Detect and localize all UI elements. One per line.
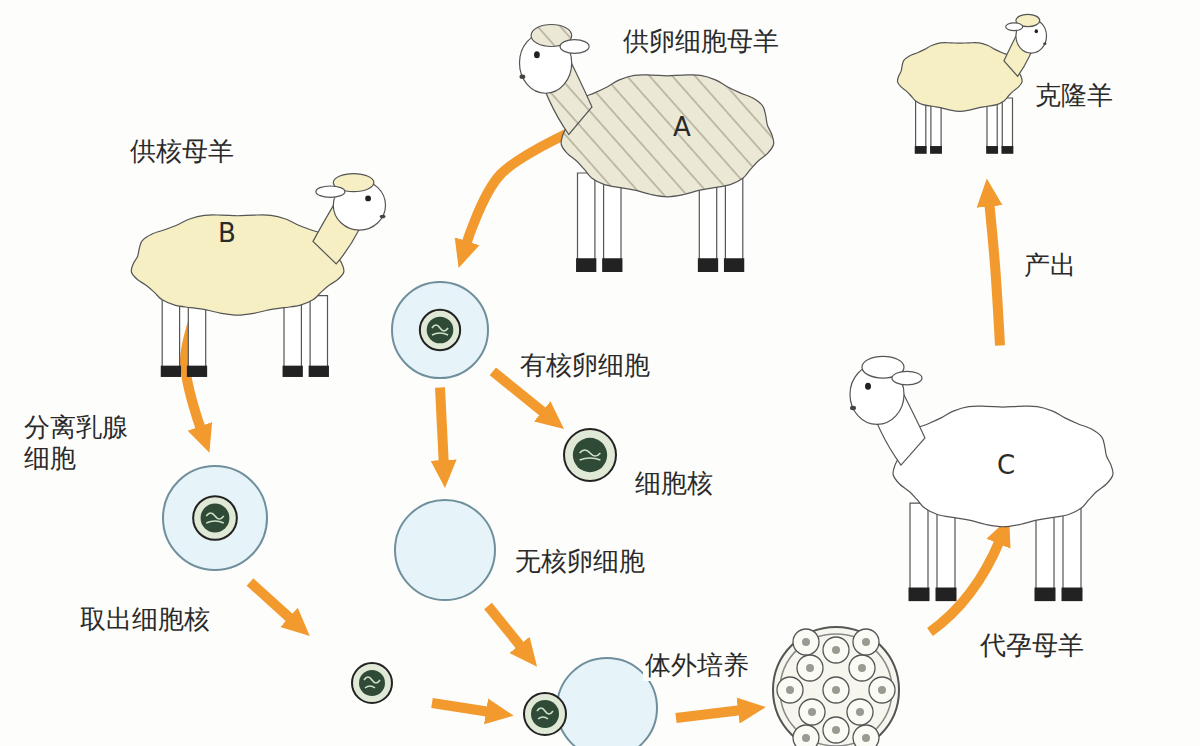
embryo <box>773 627 899 746</box>
arrow <box>488 606 522 648</box>
cell: 有核卵细胞 <box>388 280 688 380</box>
sheep-figure <box>110 160 400 386</box>
arrow <box>250 582 292 620</box>
sheep-letter: B <box>218 218 236 249</box>
arrow-connector <box>989 202 1000 345</box>
arrow <box>676 710 742 718</box>
sheep: 供核母羊 B <box>110 118 400 386</box>
caption: 细胞核 <box>635 468 713 499</box>
arrow-connector <box>440 388 444 464</box>
caption: 供卵细胞母羊 <box>623 26 779 57</box>
sheep-letter: A <box>673 112 691 143</box>
caption: 有核卵细胞 <box>520 350 650 381</box>
caption: 无核卵细胞 <box>515 546 645 577</box>
sheep: 克隆羊 <box>885 5 1130 163</box>
caption: 分离乳腺细胞 <box>24 412 136 474</box>
caption: 代孕母羊 <box>980 630 1084 661</box>
cell: 细胞核 <box>562 428 767 506</box>
arrow <box>432 703 490 712</box>
cell: 分离乳腺细胞 <box>18 408 273 576</box>
sheep-figure <box>885 5 1055 160</box>
sheep: 供卵细胞母羊 A <box>505 8 835 283</box>
sheep-letter: C <box>997 450 1015 481</box>
caption: 供核母羊 <box>130 136 234 167</box>
edge-label: 产出 <box>1022 250 1078 281</box>
step-label: 体外培养 <box>643 650 751 681</box>
sheep-figure <box>835 340 1135 612</box>
caption: 克隆羊 <box>1035 80 1113 111</box>
sheep: C 代孕母羊 <box>835 340 1135 670</box>
step-label: 取出细胞核 <box>78 604 212 635</box>
fused-cell <box>524 658 657 746</box>
nucleus <box>352 663 392 703</box>
cell: 无核卵细胞 <box>392 498 684 604</box>
